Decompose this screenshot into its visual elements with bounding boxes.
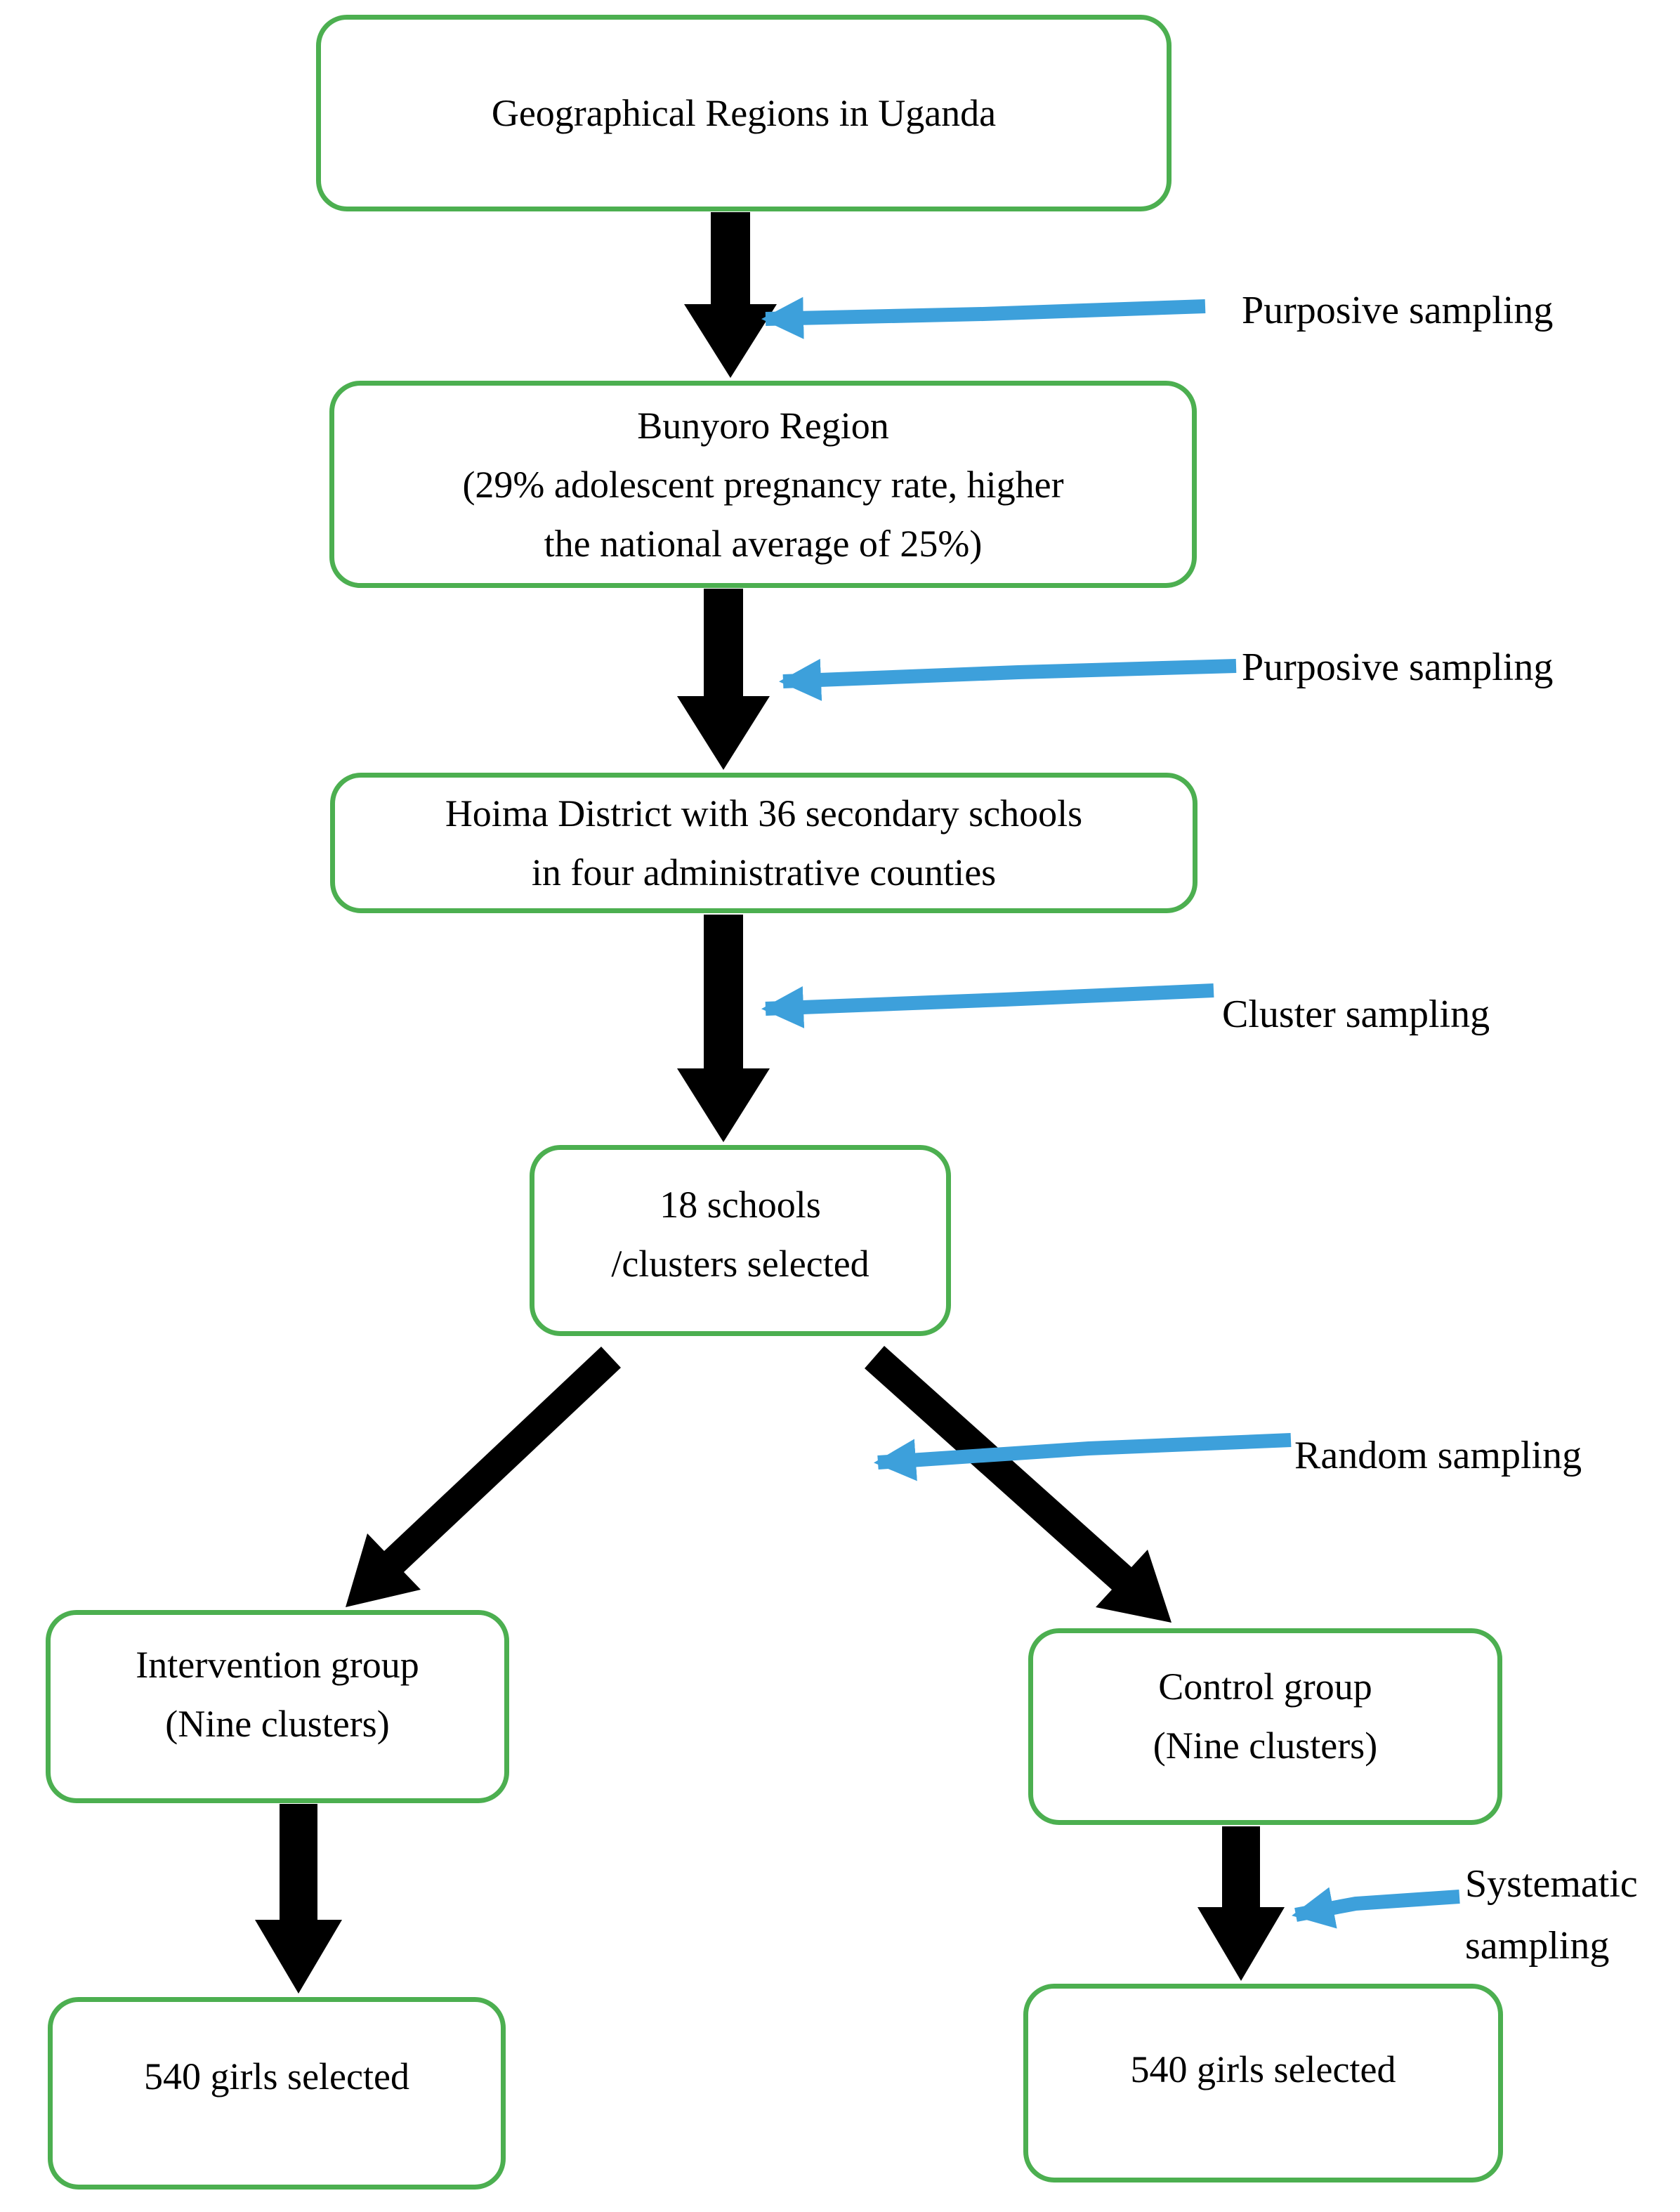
- node-hoima-district: Hoima District with 36 secondary schools…: [330, 773, 1197, 913]
- node-text: Geographical Regions in Uganda: [491, 92, 997, 134]
- label-purposive-sampling-1: Purposive sampling: [1242, 289, 1554, 332]
- node-text: (29% adolescent pregnancy rate, higher: [462, 463, 1064, 506]
- node-text: 540 girls selected: [1130, 2048, 1396, 2090]
- annotation-arrow-systematic: [1292, 1887, 1460, 1929]
- node-bunyoro-region: Bunyoro Region (29% adolescent pregnancy…: [329, 381, 1197, 588]
- flow-arrow-diagonal-left: [346, 1347, 621, 1607]
- node-text: 540 girls selected: [144, 2055, 409, 2098]
- node-text: the national average of 25%): [544, 522, 983, 565]
- label-line: Systematic: [1465, 1862, 1638, 1906]
- flow-arrow-diagonal-right: [865, 1346, 1172, 1623]
- node-text: Bunyoro Region: [637, 404, 889, 447]
- flow-arrow-down-2: [677, 589, 770, 770]
- node-intervention-540-girls: 540 girls selected: [48, 1997, 506, 2190]
- node-text: (Nine clusters): [1153, 1725, 1378, 1767]
- label-random-sampling: Random sampling: [1294, 1434, 1582, 1477]
- node-text: Control group: [1158, 1665, 1372, 1708]
- label-purposive-sampling-2: Purposive sampling: [1242, 646, 1554, 689]
- node-control-group: Control group (Nine clusters): [1028, 1628, 1502, 1825]
- label-line: sampling: [1465, 1924, 1610, 1968]
- node-18-schools: 18 schools /clusters selected: [530, 1145, 951, 1336]
- node-text: in four administrative counties: [531, 851, 997, 894]
- annotation-arrow-random: [874, 1433, 1292, 1481]
- annotation-arrow-cluster: [761, 983, 1214, 1028]
- label-cluster-sampling: Cluster sampling: [1222, 993, 1490, 1036]
- flow-arrow-down-intervention: [255, 1804, 342, 1994]
- node-intervention-group: Intervention group (Nine clusters): [46, 1610, 509, 1803]
- node-control-540-girls: 540 girls selected: [1023, 1984, 1503, 2182]
- node-geographical-regions: Geographical Regions in Uganda: [316, 15, 1172, 211]
- annotation-arrow-purposive-1: [761, 296, 1206, 339]
- node-text: 18 schools: [659, 1184, 821, 1226]
- node-text: Hoima District with 36 secondary schools: [445, 792, 1083, 835]
- node-text: /clusters selected: [611, 1243, 869, 1285]
- flow-arrow-down-control: [1197, 1826, 1285, 1981]
- label-systematic-sampling: Systematic sampling: [1465, 1853, 1638, 1977]
- node-text: (Nine clusters): [165, 1702, 390, 1745]
- node-text: Intervention group: [136, 1643, 419, 1686]
- annotation-arrow-purposive-2: [779, 658, 1237, 701]
- flow-arrow-down-3: [677, 915, 770, 1142]
- flow-arrow-down-1: [684, 212, 777, 378]
